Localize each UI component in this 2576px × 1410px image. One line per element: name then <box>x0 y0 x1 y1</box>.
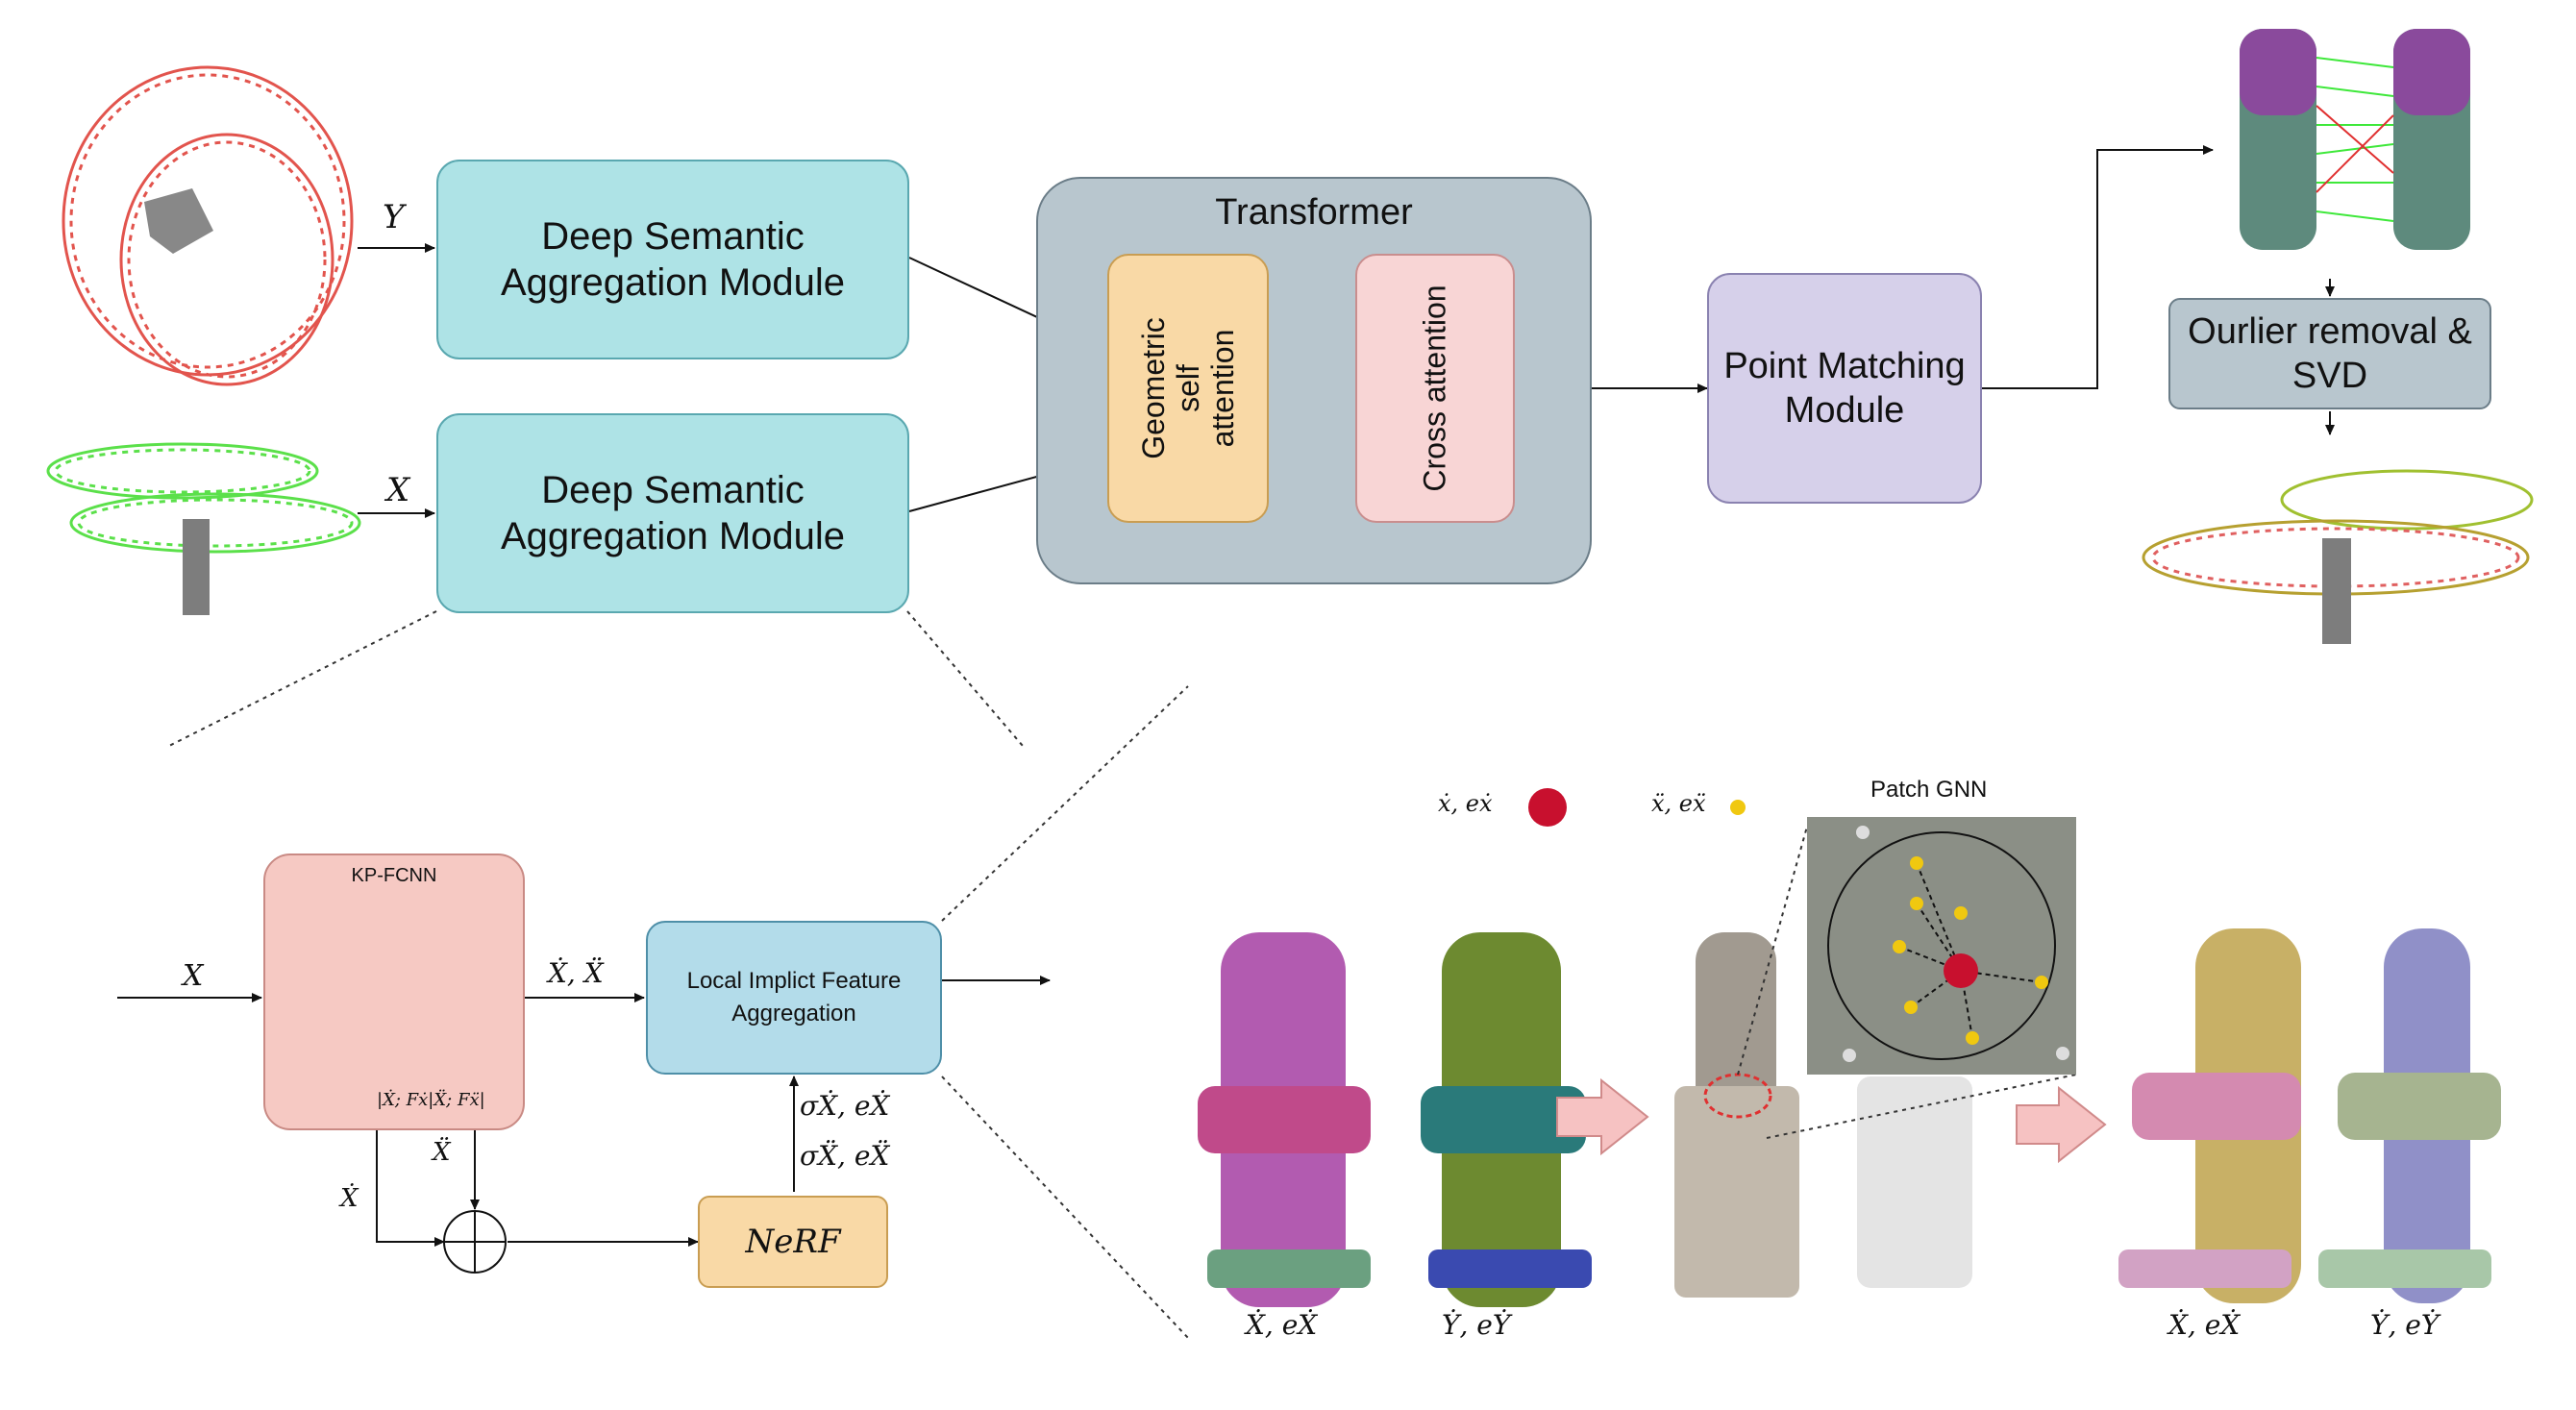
cloud-2-caption: Ẏ, eẎ <box>1442 1309 1511 1341</box>
cloud-1-icon <box>1198 932 1371 1307</box>
cross-attention-label: Cross attention <box>1418 284 1452 492</box>
dsam-top-box: Deep Semantic Aggregation Module <box>436 160 909 359</box>
legend-small-dot-icon <box>1730 800 1746 815</box>
out-xx-label: Ẋ, Ẍ <box>548 957 604 989</box>
correspondence-icon <box>2240 29 2470 250</box>
outlier-svd-box: Ourlier removal & SVD <box>2168 298 2491 409</box>
cloud-4-icon <box>2318 928 2501 1303</box>
point-matching-box: Point Matching Module <box>1707 273 1982 504</box>
geo-attention-box: Geometric self attention <box>1107 254 1269 523</box>
green-camera-trajectory-icon <box>46 442 361 554</box>
statue-icon <box>1674 932 1799 1298</box>
aligned-trajectory-icon <box>2142 469 2534 644</box>
pink-arrow-1-icon <box>1556 1077 1649 1156</box>
cloud-4-caption: Ẏ, eẎ <box>2370 1309 2440 1341</box>
legend-big-dot-icon <box>1528 788 1567 827</box>
cloud-2-icon <box>1421 932 1592 1307</box>
cloud-3-caption: Ẋ, eẊ <box>2168 1309 2241 1341</box>
patch-gnn-icon <box>1807 817 2076 1075</box>
zoom-line-lifa-bottom <box>941 1076 1189 1339</box>
cross-attention-box: Cross attention <box>1355 254 1515 523</box>
nerf-box: NeRF <box>698 1196 888 1288</box>
xdot-label: Ẋ <box>340 1184 359 1213</box>
arrow-xdot-sum <box>376 1130 445 1247</box>
zoom-line-right <box>906 610 1024 747</box>
features-label: |Ẋ; Fẋ|Ẍ; Fẍ| <box>377 1090 485 1110</box>
xddot-label: Ẍ <box>433 1138 451 1167</box>
label-y: Y <box>383 198 405 236</box>
gray-object-icon <box>144 188 213 254</box>
label-x: X <box>386 471 410 509</box>
cloud-1-caption: Ẋ, eẊ <box>1246 1309 1318 1341</box>
input-x-label: X <box>183 959 204 993</box>
zoom-line-lifa-top <box>941 685 1189 922</box>
sigma-2-label: σẌ, eẌ <box>800 1140 890 1172</box>
pink-arrow-2-icon <box>2016 1085 2107 1164</box>
sum-node-icon <box>443 1210 507 1274</box>
patch-gnn-label: Patch GNN <box>1870 777 1988 803</box>
transformer-title: Transformer <box>1215 192 1413 233</box>
nerf-label: NeRF <box>745 1223 841 1261</box>
legend-small-label: ẍ, eẍ <box>1651 790 1706 817</box>
dsam-bottom-box: Deep Semantic Aggregation Module <box>436 413 909 613</box>
arrow-pmm-correspondence <box>1982 145 2214 389</box>
ghost-statue-icon <box>1857 1076 1972 1288</box>
geo-attention-label: Geometric self attention <box>1136 317 1240 459</box>
sigma-1-label: σẊ, eẊ <box>800 1090 890 1122</box>
lifa-small-box: Local Implict Feature Aggregation <box>646 921 942 1075</box>
red-camera-trajectory-icon <box>62 65 354 386</box>
cloud-3-icon <box>2118 928 2301 1303</box>
kpfcnn-label: KP-FCNN <box>351 865 437 886</box>
zoom-line-left <box>168 610 437 747</box>
kpfcnn-box: KP-FCNN <box>263 853 525 1130</box>
gray-statue-icon <box>183 519 210 615</box>
legend-big-label: ẋ, eẋ <box>1438 790 1493 817</box>
